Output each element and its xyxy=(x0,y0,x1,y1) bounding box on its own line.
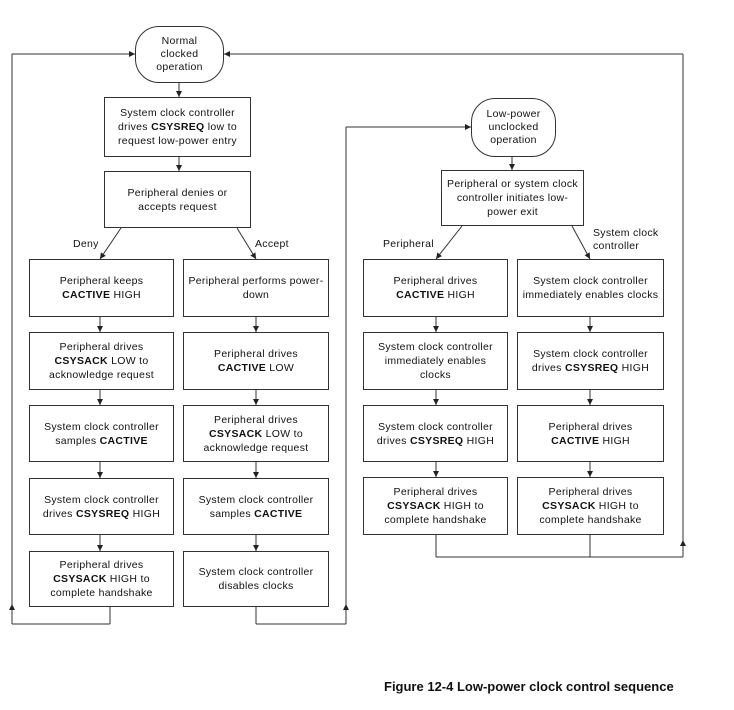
node-text: System clock controller drives CSYSREQ H… xyxy=(376,420,495,447)
accept-step-1: Peripheral performs power-down xyxy=(183,259,329,317)
accept-step-5: System clock controller disables clocks xyxy=(183,551,329,607)
node-text: System clock controller samples CACTIVE xyxy=(198,493,314,520)
peripheral-exit-step-3: System clock controller drives CSYSREQ H… xyxy=(363,405,508,462)
peripheral-decision: Peripheral denies or accepts request xyxy=(104,171,251,228)
sc-exit-step-1: System clock controller immediately enab… xyxy=(517,259,664,317)
accept-step-4: System clock controller samples CACTIVE xyxy=(183,478,329,535)
node-text: System clock controller samples CACTIVE xyxy=(44,420,159,447)
sc-exit-step-2: System clock controller drives CSYSREQ H… xyxy=(517,332,664,390)
node-text: Peripheral denies or accepts request xyxy=(127,186,228,213)
figure-caption: Figure 12-4 Low-power clock control sequ… xyxy=(384,679,674,694)
arrow-deny-branch xyxy=(99,227,122,260)
node-text: Peripheral performs power-down xyxy=(188,275,324,301)
accept-label: Accept xyxy=(255,238,289,250)
low-power-exit-initiation: Peripheral or system clock controller in… xyxy=(441,170,584,226)
node-text: System clock controller drives CSYSREQ l… xyxy=(118,107,237,147)
node-text: System clock controller disables clocks xyxy=(198,566,314,592)
node-text: System clock controller immediately enab… xyxy=(378,341,493,381)
deny-step-3: System clock controller samples CACTIVE xyxy=(29,405,174,462)
sc-request-low-power: System clock controller drives CSYSREQ l… xyxy=(104,97,251,157)
peripheral-exit-step-2: System clock controller immediately enab… xyxy=(363,332,508,390)
system-clock-controller-label: System clock controller xyxy=(593,227,659,252)
node-text: Peripheral or system clock controller in… xyxy=(447,178,578,218)
node-text: System clock controller drives CSYSREQ H… xyxy=(42,493,161,520)
deny-label: Deny xyxy=(73,238,99,250)
peripheral-label: Peripheral xyxy=(383,238,434,250)
node-text: System clock controller drives CSYSREQ H… xyxy=(531,348,650,374)
node-text: System clock controller immediately enab… xyxy=(522,275,659,301)
deny-step-4: System clock controller drives CSYSREQ H… xyxy=(29,478,174,535)
arrow-accept-branch xyxy=(236,227,257,260)
